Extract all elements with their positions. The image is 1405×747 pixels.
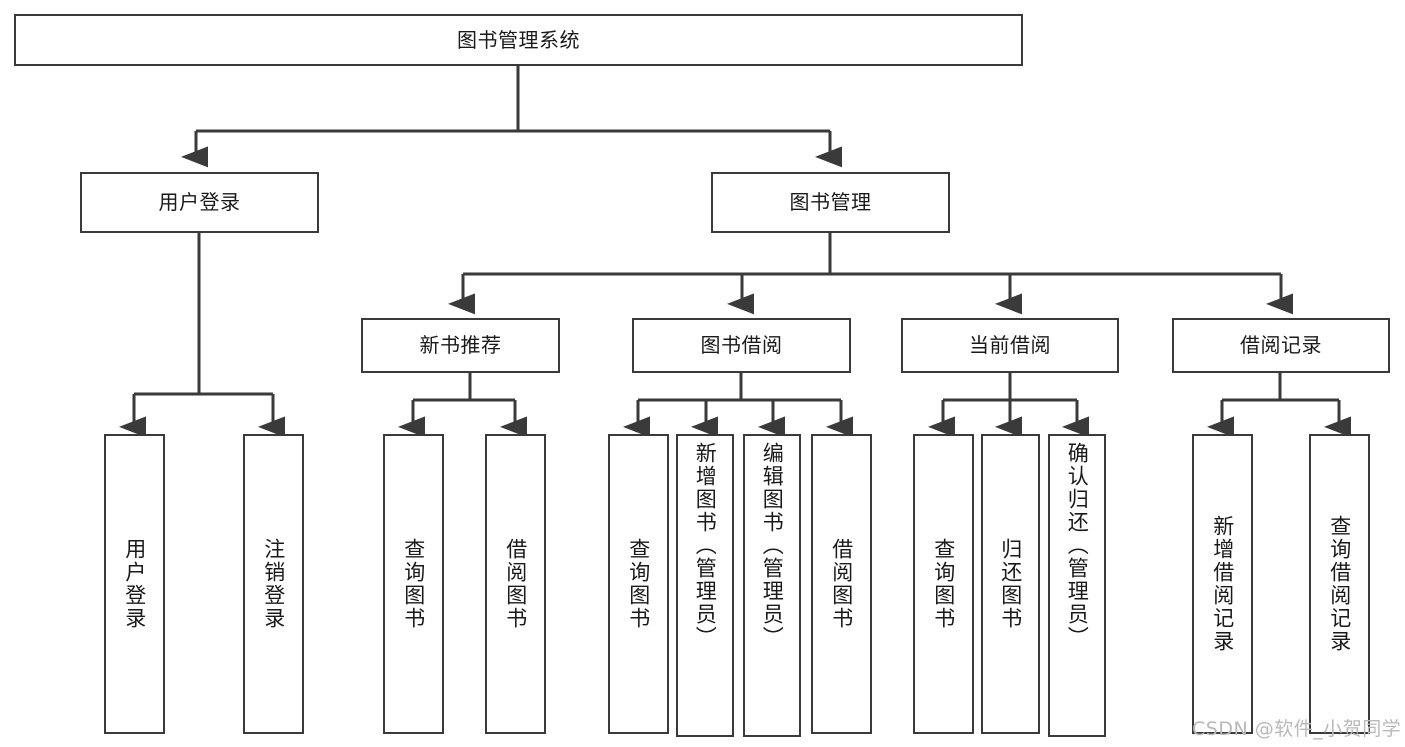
node-label: 当前借阅: [969, 333, 1051, 357]
node-label: 查询图书: [931, 538, 956, 630]
node-label: 用户登录: [158, 190, 241, 214]
node-label: 查询借阅记录: [1327, 515, 1352, 653]
node-label: 借阅图书: [829, 538, 854, 630]
node-label: 注销登录: [261, 538, 286, 630]
leaf-record-add-record[interactable]: 新增借阅记录: [1192, 434, 1253, 734]
node-label: 归还图书: [998, 538, 1023, 630]
leaf-record-query-record[interactable]: 查询借阅记录: [1309, 434, 1370, 734]
node-label: 用户登录: [122, 538, 147, 630]
node-book-borrow[interactable]: 图书借阅: [632, 318, 851, 373]
node-new-book-recommend[interactable]: 新书推荐: [361, 318, 560, 373]
leaf-user-login-logout[interactable]: 注销登录: [243, 434, 304, 734]
leaf-borrow-add-book-admin[interactable]: 新增图书（管理员）: [676, 434, 734, 737]
node-label: 新增图书（管理员）: [693, 442, 718, 649]
node-user-login[interactable]: 用户登录: [80, 172, 319, 233]
leaf-borrow-edit-book-admin[interactable]: 编辑图书（管理员）: [743, 434, 801, 737]
node-label: 查询图书: [626, 538, 651, 630]
node-label: 编辑图书（管理员）: [760, 442, 785, 649]
leaf-borrow-query-book[interactable]: 查询图书: [608, 434, 669, 734]
leaf-current-query-book[interactable]: 查询图书: [913, 434, 974, 734]
leaf-current-confirm-return-admin[interactable]: 确认归还（管理员）: [1048, 434, 1106, 737]
node-label: 查询图书: [401, 538, 426, 630]
node-label: 新书推荐: [419, 333, 502, 357]
node-label: 确认归还（管理员）: [1065, 442, 1090, 649]
leaf-user-login-login[interactable]: 用户登录: [104, 434, 165, 734]
node-current-borrow[interactable]: 当前借阅: [901, 318, 1119, 373]
node-borrow-record[interactable]: 借阅记录: [1172, 318, 1390, 373]
leaf-recommend-borrow-book[interactable]: 借阅图书: [485, 434, 546, 734]
leaf-current-return-book[interactable]: 归还图书: [981, 434, 1040, 734]
node-label: 图书借阅: [700, 333, 783, 357]
csdn-watermark: CSDN @软件_小贺同学: [1192, 718, 1402, 740]
node-label: 新增借阅记录: [1210, 515, 1235, 653]
node-label: 图书管理系统: [457, 27, 580, 52]
node-label: 图书管理: [789, 190, 872, 214]
node-root-system[interactable]: 图书管理系统: [14, 14, 1023, 66]
node-label: 借阅图书: [503, 538, 528, 630]
node-label: 借阅记录: [1240, 333, 1322, 357]
node-book-management[interactable]: 图书管理: [711, 172, 950, 233]
leaf-recommend-query-book[interactable]: 查询图书: [383, 434, 444, 734]
leaf-borrow-borrow-book[interactable]: 借阅图书: [811, 434, 872, 734]
